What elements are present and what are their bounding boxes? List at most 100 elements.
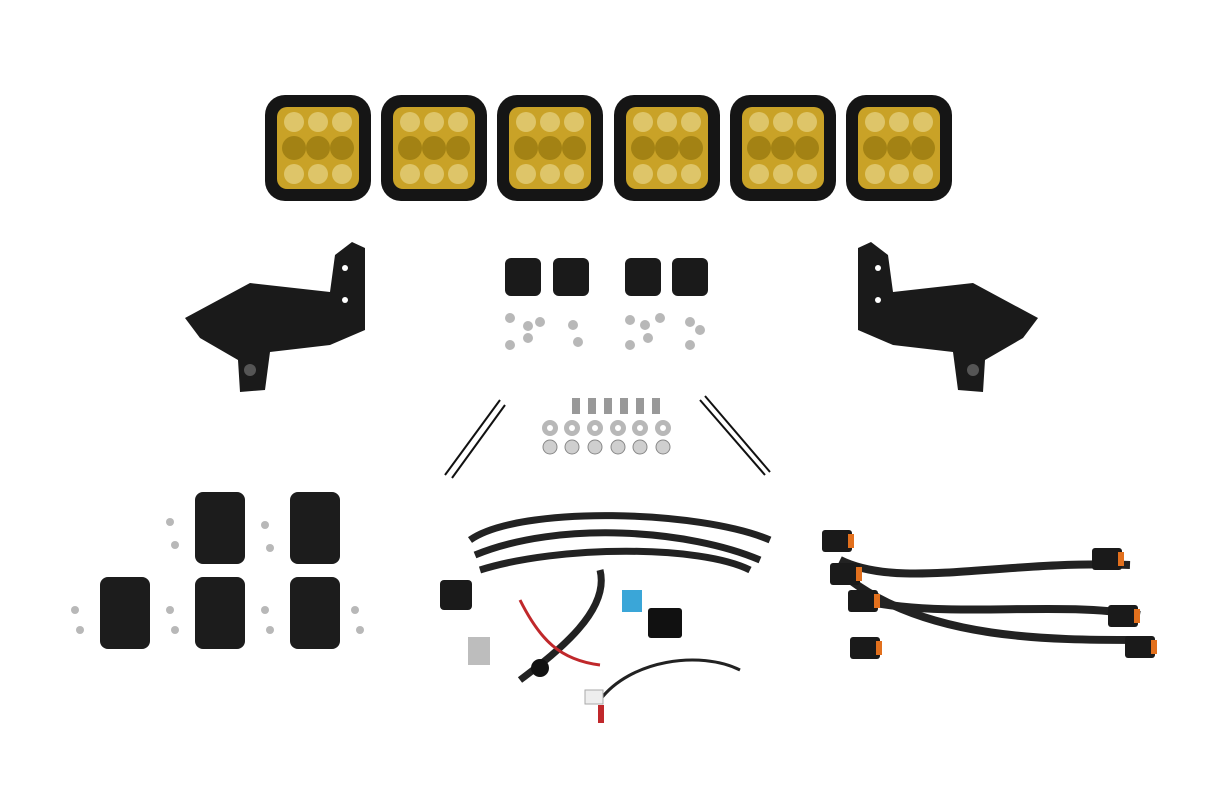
pod-optic [516, 164, 536, 184]
pod-optic [284, 164, 304, 184]
light-pod [730, 95, 836, 201]
pod-optic [797, 112, 817, 132]
pod-optic [655, 136, 679, 160]
pod-optic [749, 164, 769, 184]
light-pod [265, 95, 371, 201]
pod-optic [889, 164, 909, 184]
pod-optic [631, 136, 655, 160]
nut [564, 439, 580, 455]
cable-tie [444, 399, 501, 476]
pod-optic [306, 136, 330, 160]
pad-screw [71, 606, 79, 614]
pad-screw [171, 541, 179, 549]
bolt [636, 398, 644, 414]
dt-connector [848, 590, 878, 612]
pod-optic [332, 164, 352, 184]
pod-optic [681, 164, 701, 184]
pod-optic [771, 136, 795, 160]
pod-optic [749, 112, 769, 132]
pad-screw [266, 626, 274, 634]
pod-optic [448, 164, 468, 184]
pod-optic [562, 136, 586, 160]
washer-hole [547, 425, 553, 431]
screw [568, 320, 578, 330]
pod-optic [795, 136, 819, 160]
pod-optic [865, 112, 885, 132]
harness-cable [838, 556, 1131, 578]
connector-seal [1118, 552, 1124, 566]
pod-optic [773, 164, 793, 184]
bolt [572, 398, 580, 414]
spade-terminal [598, 705, 604, 723]
washer-hole [615, 425, 621, 431]
clamp-bracket [672, 258, 708, 296]
bracket-body [858, 242, 1038, 392]
right-mount-bracket [858, 242, 1038, 392]
red-wire [518, 599, 601, 667]
deutsch-connector [468, 637, 490, 665]
cable-tie [704, 395, 771, 473]
left-mount-bracket [185, 242, 365, 392]
relay [440, 580, 472, 610]
clamp-bracket [625, 258, 661, 296]
screw [573, 337, 583, 347]
pod-optic [564, 112, 584, 132]
fuse [622, 590, 642, 612]
bracket-body [185, 242, 365, 392]
pod-optic [398, 136, 422, 160]
nut [587, 439, 603, 455]
washer-hole [660, 425, 666, 431]
pod-optic [889, 112, 909, 132]
pod-optic [863, 136, 887, 160]
nut [610, 439, 626, 455]
dt-connector [822, 530, 852, 552]
connector-seal [1134, 609, 1140, 623]
screw [643, 333, 653, 343]
pod-optic [633, 164, 653, 184]
pigtail-wire [598, 658, 741, 701]
pad-screw [166, 518, 174, 526]
screw [655, 313, 665, 323]
pad-screw [76, 626, 84, 634]
screw [625, 340, 635, 350]
pod-optic [308, 164, 328, 184]
pod-optic [446, 136, 470, 160]
screw [685, 317, 695, 327]
pigtail-connector [584, 689, 604, 705]
connector-seal [876, 641, 882, 655]
harness-cable [473, 529, 762, 564]
washer-hole [637, 425, 643, 431]
pad-screw [261, 606, 269, 614]
connector-seal [848, 534, 854, 548]
pad-screw [171, 626, 179, 634]
dt-connector [1108, 605, 1138, 627]
pod-optic [540, 112, 560, 132]
screw [535, 317, 545, 327]
screw [695, 325, 705, 335]
splitter-harness [822, 530, 1157, 659]
light-pod [614, 95, 720, 201]
harness-cable [478, 547, 752, 574]
nut [655, 439, 671, 455]
pod-optic [773, 112, 793, 132]
dt-connector [830, 563, 860, 585]
pad-screw [266, 544, 274, 552]
rubber-mount-pad [290, 492, 340, 564]
screw [505, 313, 515, 323]
light-pod [846, 95, 952, 201]
clamp-bracket [505, 258, 541, 296]
bracket-logo [244, 364, 256, 376]
bolt [652, 398, 660, 414]
cable-tie [699, 399, 766, 476]
nut [542, 439, 558, 455]
pod-optic [540, 164, 560, 184]
main-wiring-harness [440, 512, 772, 723]
light-pod [497, 95, 603, 201]
bolt [620, 398, 628, 414]
screw [685, 340, 695, 350]
screw [523, 333, 533, 343]
dt-connector [1092, 548, 1122, 570]
rubber-mount-pad [100, 577, 150, 649]
